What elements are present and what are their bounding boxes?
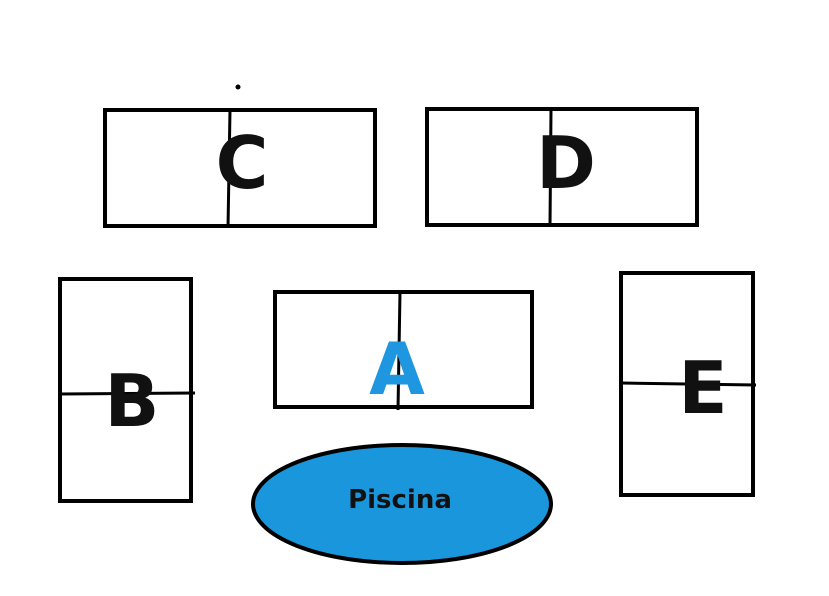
unit-a: A xyxy=(273,290,534,411)
unit-c-label: C xyxy=(216,121,269,205)
unit-d: D xyxy=(425,107,699,228)
pool: Piscina xyxy=(251,443,553,565)
unit-a-label: A xyxy=(369,327,425,411)
unit-e-divider xyxy=(620,381,757,387)
unit-a-outline xyxy=(273,290,534,409)
pool-shape xyxy=(251,443,553,565)
unit-b: B xyxy=(58,277,196,503)
unit-b-divider xyxy=(59,391,196,396)
unit-c-outline xyxy=(103,108,377,228)
unit-c-divider xyxy=(226,109,232,229)
unit-a-divider xyxy=(396,291,402,411)
pool-label: Piscina xyxy=(348,485,452,515)
unit-c: C xyxy=(103,108,377,229)
unit-d-divider xyxy=(548,108,553,228)
unit-e-label: E xyxy=(678,346,727,430)
stray-dot xyxy=(235,84,241,90)
unit-d-outline xyxy=(425,107,699,227)
unit-b-label: B xyxy=(105,359,160,443)
unit-b-outline xyxy=(58,277,193,503)
unit-d-label: D xyxy=(536,121,596,205)
unit-e: E xyxy=(619,271,757,497)
